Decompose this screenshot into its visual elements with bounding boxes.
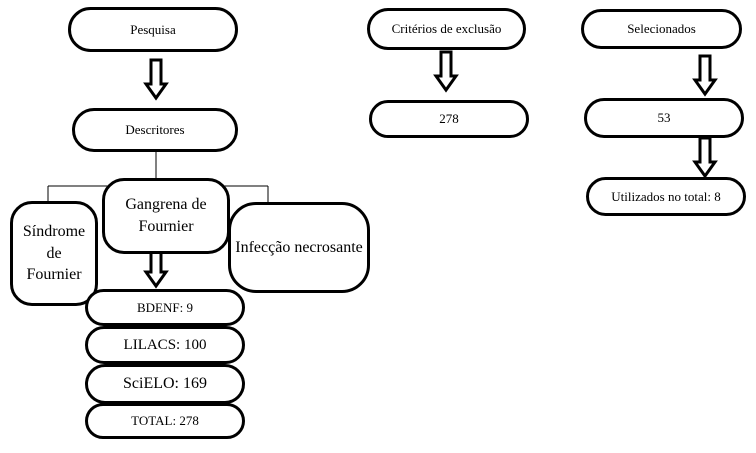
database-bdenf: BDENF: 9 [85,289,245,326]
descriptor-gangrena: Gangrena de Fournier [102,178,230,254]
selecionados-label: Selecionados [627,21,696,37]
excluidos-box: 278 [369,100,529,138]
selecionados-count-box: 53 [584,98,744,138]
arrow-down-icon [433,50,459,93]
database-label: TOTAL: 278 [131,413,199,429]
pesquisa-label: Pesquisa [130,21,176,37]
descriptor-sindrome: Síndrome de Fournier [10,201,98,306]
criterios-box: Critérios de exclusão [367,8,526,50]
descritores-box: Descritores [72,108,238,152]
database-scielo: SciELO: 169 [85,364,245,404]
arrow-down-icon [692,54,718,97]
database-label: BDENF: 9 [137,299,193,315]
arrow-down-icon [692,136,718,179]
descriptor-infeccao: Infecção necrosante [228,202,370,293]
descriptor-label: Síndrome de Fournier [22,223,86,284]
selecionados-count-label: 53 [657,110,671,126]
descriptor-label: Gangrena de Fournier [125,196,207,235]
criterios-label: Critérios de exclusão [391,21,502,37]
database-lilacs: LILACS: 100 [85,326,245,364]
database-label: LILACS: 100 [123,336,207,353]
database-total: TOTAL: 278 [85,403,245,439]
utilizados-label: Utilizados no total: 8 [611,188,721,204]
database-label: SciELO: 169 [123,375,207,393]
arrow-down-icon [143,248,169,289]
pesquisa-box: Pesquisa [68,7,238,52]
descritores-label: Descritores [125,122,185,138]
selecionados-box: Selecionados [581,9,742,49]
arrow-down-icon [143,58,169,101]
descriptor-label: Infecção necrosante [235,238,363,256]
excluidos-label: 278 [439,111,459,127]
utilizados-box: Utilizados no total: 8 [586,177,746,216]
